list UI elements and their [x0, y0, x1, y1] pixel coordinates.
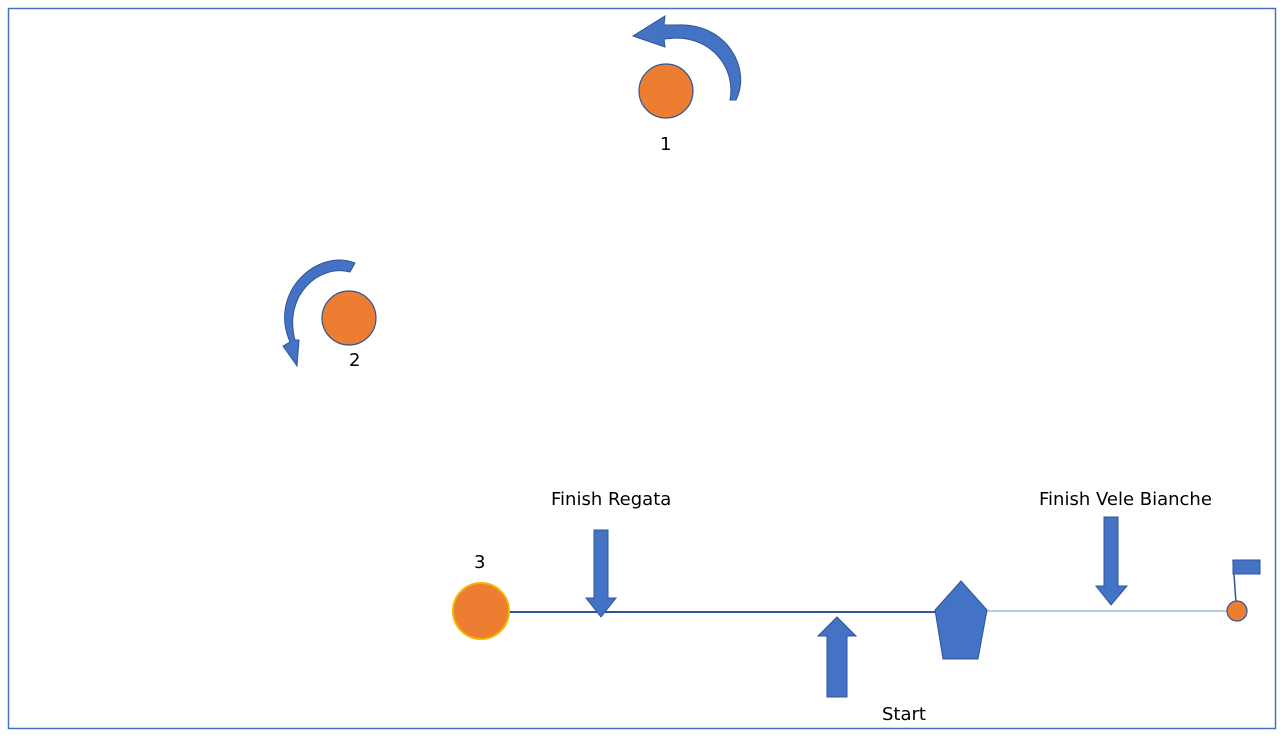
rounding-arrow-1-icon	[631, 15, 742, 101]
committee-boat-icon	[934, 580, 988, 660]
finish-vele-bianche-marker: Finish Vele Bianche	[1039, 489, 1212, 606]
down-arrow-icon	[1094, 516, 1129, 606]
mark-2-label: 2	[349, 350, 360, 371]
finish-regata-label: Finish Regata	[551, 489, 671, 510]
mark-2: 2	[282, 259, 377, 371]
up-arrow-icon	[816, 616, 858, 698]
finish-regata-marker: Finish Regata	[551, 489, 671, 618]
pin-end-buoy	[1226, 559, 1261, 622]
small-buoy	[1226, 600, 1248, 622]
flag-icon	[1232, 559, 1261, 575]
rounding-arrow-2-icon	[282, 259, 356, 368]
mark-3-label: 3	[474, 552, 485, 573]
diagram-frame	[7, 7, 1277, 730]
mark-3: 3	[452, 552, 510, 640]
start-label: Start	[882, 704, 926, 725]
buoy-3	[452, 582, 510, 640]
buoy-2	[321, 290, 377, 346]
down-arrow-icon	[584, 529, 618, 618]
finish-vele-bianche-label: Finish Vele Bianche	[1039, 489, 1212, 510]
start-marker: Start	[816, 616, 926, 725]
buoy-1	[638, 63, 694, 119]
mark-1: 1	[631, 15, 742, 155]
mark-1-label: 1	[660, 134, 671, 155]
